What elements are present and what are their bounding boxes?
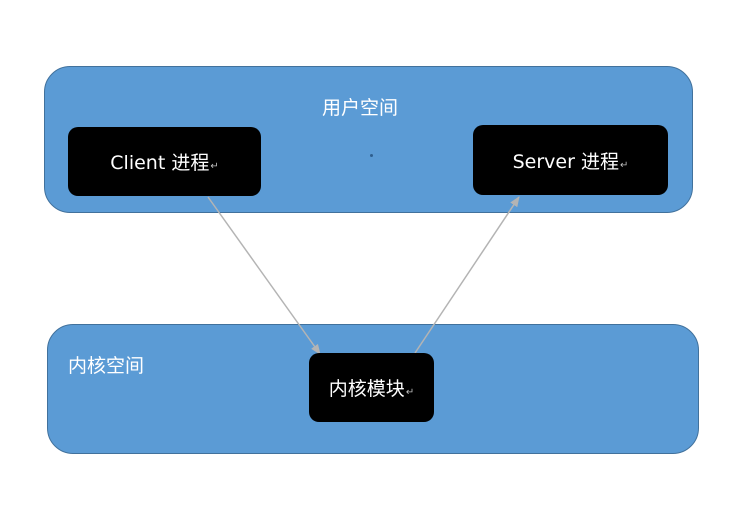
kernel-to-server-arrow — [414, 196, 520, 354]
client-process-label: Client 进程 — [110, 152, 210, 174]
client-to-kernel-arrow — [207, 196, 321, 355]
kernel-module-label: 内核模块 — [328, 378, 405, 400]
user-space-label: 用户空间 — [322, 97, 399, 119]
paragraph-mark-icon: ↵ — [619, 160, 629, 171]
kernel-space-label: 内核空间 — [68, 355, 145, 377]
stray-dot — [370, 154, 373, 157]
server-process-box: Server 进程↵ — [473, 125, 668, 195]
client-process-box: Client 进程↵ — [68, 127, 261, 196]
paragraph-mark-icon: ↵ — [210, 161, 219, 172]
paragraph-mark-icon: ↵ — [405, 387, 415, 398]
kernel-module-box: 内核模块↵ — [309, 353, 434, 422]
server-process-label: Server 进程 — [512, 150, 619, 173]
